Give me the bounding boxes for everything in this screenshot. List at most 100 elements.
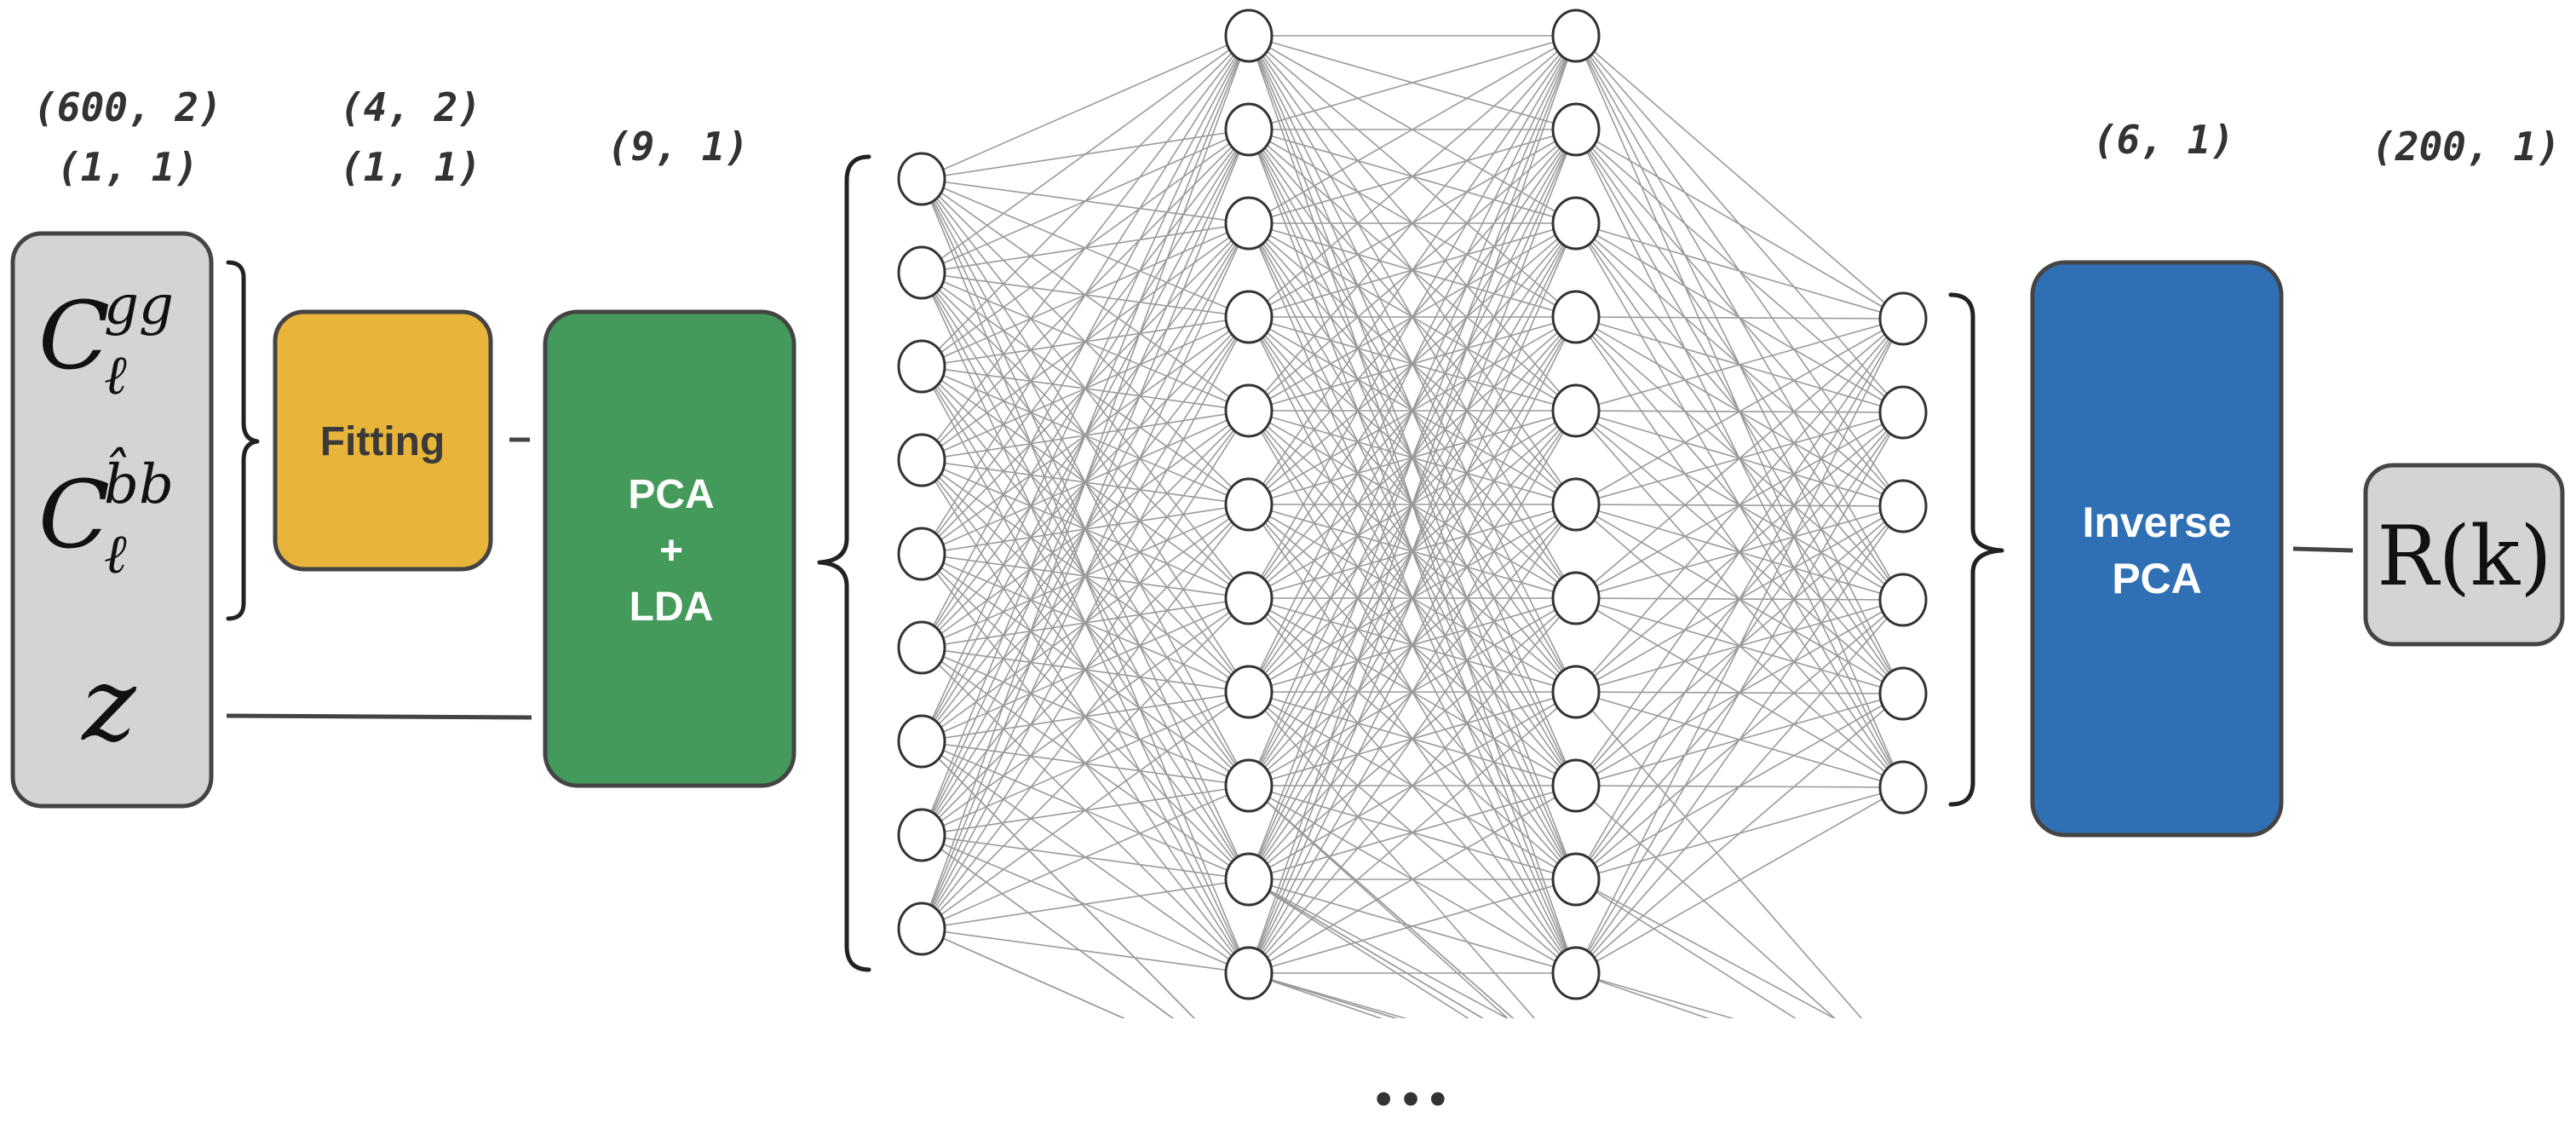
network-edge — [921, 834, 1175, 1018]
network-edge — [921, 35, 1250, 836]
network-edge — [1248, 691, 1536, 1018]
network-node — [1224, 571, 1274, 625]
network-edge — [1248, 972, 1408, 1018]
network-edge — [1575, 318, 1904, 412]
cbb-superscript: b̂b — [104, 447, 174, 516]
dim-pca-lda: (9, 1) — [607, 124, 749, 170]
network-nodes — [897, 9, 1928, 1000]
input-box — [10, 231, 214, 809]
cgg-letter: C — [38, 281, 110, 390]
cbb-symbol: C b̂b ℓ — [38, 447, 174, 586]
dim-network-output: (6, 1) — [2093, 117, 2234, 163]
z-to-pca-connector — [226, 713, 532, 720]
network-edge — [1575, 879, 1836, 1018]
network-edge — [1248, 222, 1577, 974]
network-edge — [921, 785, 1250, 930]
network-node — [1224, 290, 1274, 344]
network-edge — [1575, 129, 1904, 320]
network-edge — [921, 35, 1250, 930]
network-node — [1551, 383, 1601, 438]
fitting-label: Fitting — [320, 419, 446, 464]
z-symbol: z — [80, 646, 136, 764]
network-edge — [1248, 879, 1469, 1018]
network-node — [1224, 102, 1274, 157]
network-edge — [921, 35, 1250, 274]
network-node — [1551, 665, 1601, 719]
network-edge — [921, 879, 1250, 930]
network-edge — [1248, 410, 1577, 974]
network-edge — [1248, 35, 1577, 693]
pca-lda-box — [543, 309, 796, 788]
network-node — [1878, 291, 1928, 346]
network-edge — [1248, 35, 1577, 786]
network-edge — [1575, 599, 1904, 974]
network-edge — [1575, 318, 1904, 693]
ellipsis: ••• — [1370, 1074, 1452, 1127]
inverse-label: Inverse — [2082, 498, 2231, 546]
network-edge — [1248, 691, 1577, 974]
network-edge — [921, 35, 1250, 461]
dim-input-line1: (600, 2) — [33, 84, 222, 130]
network-node — [1878, 666, 1928, 721]
fitting-box — [273, 309, 493, 572]
network-edge — [1248, 879, 1485, 1018]
network-edge — [1248, 785, 1515, 1018]
output-box — [2363, 463, 2565, 647]
cgg-subscript: ℓ — [104, 344, 127, 407]
network-node — [897, 527, 946, 581]
network-node — [897, 808, 946, 862]
network-edge — [921, 740, 1196, 1018]
network-edge — [1248, 35, 1577, 318]
network-node — [1878, 760, 1928, 815]
network-node — [1224, 9, 1274, 63]
network-node — [1878, 573, 1928, 627]
network-edge — [921, 928, 1250, 974]
network-edge — [1575, 691, 1863, 1018]
network-edge — [1248, 35, 1577, 599]
network-node — [897, 902, 946, 956]
network-edge — [1575, 318, 1904, 786]
inverse-pca-box — [2030, 260, 2284, 838]
network-edge — [1575, 35, 1904, 320]
inverse-pca-label: PCA — [2112, 555, 2202, 602]
network-edge — [921, 35, 1250, 742]
network-node — [1224, 383, 1274, 438]
network-edge — [1575, 693, 1904, 974]
network-edge — [1575, 222, 1904, 320]
network-edge — [921, 35, 1250, 648]
network-node — [897, 433, 946, 487]
network-node — [1551, 852, 1601, 907]
network-edge — [1248, 35, 1577, 880]
network-node — [1878, 385, 1928, 440]
spectra-bracket — [226, 260, 260, 621]
network-node — [897, 152, 946, 206]
cbb-subscript: ℓ — [104, 523, 127, 586]
network-edge — [1248, 35, 1577, 505]
network-edge — [921, 691, 1250, 930]
network-edge — [1575, 505, 1904, 974]
network-edge — [1248, 785, 1509, 1018]
output-label: R(k) — [2377, 509, 2551, 604]
network-edge — [1575, 316, 1904, 320]
network-node — [897, 714, 946, 769]
network-edge — [1575, 318, 1904, 505]
network-edge — [1575, 318, 1904, 974]
network-edge — [921, 35, 1250, 555]
network-node — [1551, 196, 1601, 251]
cgg-superscript: gg — [104, 274, 174, 337]
network-node — [1224, 946, 1274, 1000]
network-edge — [921, 504, 1250, 930]
network-node — [1224, 665, 1274, 719]
network-edge — [1575, 318, 1904, 880]
network-edge — [921, 222, 1250, 930]
network-edge — [921, 597, 1250, 930]
network-edge — [921, 35, 1250, 180]
network-node — [897, 245, 946, 300]
network-node — [897, 620, 946, 675]
network-node — [1224, 477, 1274, 532]
network-node — [897, 339, 946, 394]
network-edge — [1248, 35, 1577, 412]
network-edges — [921, 35, 1904, 1018]
dim-fitting-line2: (1, 1) — [340, 144, 481, 190]
